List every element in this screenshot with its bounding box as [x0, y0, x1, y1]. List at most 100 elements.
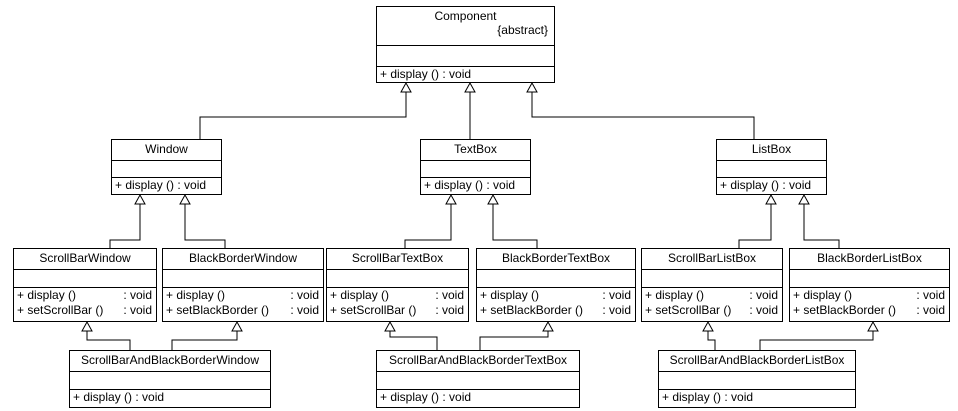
class-listbox[interactable]: ListBox + display () : void [716, 139, 827, 195]
operation: + setScrollBar (): void [330, 303, 464, 317]
class-scrollbartextbox[interactable]: ScrollBarTextBox + display (): void + se… [326, 248, 469, 322]
operations-section: + display (): void + setBlackBorder (): … [477, 287, 635, 318]
class-name: BlackBorderWindow [188, 251, 298, 265]
operation: + display () : void [380, 390, 472, 404]
generalization-arrow [445, 193, 457, 205]
operation: + setScrollBar (): void [17, 303, 152, 317]
operation: + display () : void [424, 178, 516, 192]
generalization-arrow [231, 320, 243, 332]
class-scrollbarandblackborderwindow[interactable]: ScrollBarAndBlackBorderWindow + display … [69, 350, 271, 408]
class-name: ScrollBarAndBlackBorderListBox [669, 353, 845, 367]
operations-section: + display () : void [421, 177, 530, 193]
connector-window-component [199, 91, 407, 139]
connector-blackborderlistbox-listbox [803, 203, 840, 248]
operations-section: + display () : void [377, 389, 579, 405]
operation: + setBlackBorder (): void [793, 303, 945, 317]
connector-sbbbtextbox-blackbordertextbox [479, 330, 549, 350]
connector-sbbblistbox-scrollbarlistbox [707, 330, 716, 350]
connector-scrollbartextbox-textbox [404, 203, 452, 248]
operations-section: + display () : void [659, 389, 855, 405]
attributes-section [327, 269, 468, 287]
attributes-section [659, 371, 855, 389]
attributes-section [790, 269, 949, 287]
operation: + display (): void [166, 288, 319, 302]
generalization-arrow [179, 193, 191, 205]
class-name: Window [145, 142, 188, 156]
generalization-arrow [702, 320, 714, 332]
attributes-section [377, 45, 554, 66]
generalization-arrow [526, 81, 538, 93]
attributes-section [642, 269, 782, 287]
class-scrollbarandblackbordertextbox[interactable]: ScrollBarAndBlackBorderTextBox + display… [376, 350, 580, 408]
operation: + display (): void [480, 288, 631, 302]
class-name: ScrollBarTextBox [351, 251, 444, 265]
generalization-arrow [81, 320, 93, 332]
connector-sbbbtextbox-scrollbartextbox [389, 330, 438, 350]
operation: + display (): void [17, 288, 152, 302]
operations-section: + display (): void + setScrollBar (): vo… [14, 287, 156, 318]
operation: + display (): void [793, 288, 945, 302]
class-name: ScrollBarAndBlackBorderWindow [80, 353, 260, 367]
generalization-arrow [464, 81, 476, 93]
attributes-section [163, 269, 323, 287]
generalization-arrow [765, 193, 777, 205]
operation: + setBlackBorder (): void [480, 303, 631, 317]
operation: + setScrollBar (): void [645, 303, 778, 317]
connector-sbbbwindow-scrollbarwindow [86, 330, 131, 350]
class-name-section: Component {abstract} [377, 7, 554, 45]
generalization-arrow [384, 320, 396, 332]
operations-section: + display (): void + setBlackBorder (): … [163, 287, 323, 318]
attributes-section [112, 160, 221, 177]
generalization-arrow [487, 193, 499, 205]
connector-scrollbarlistbox-listbox [738, 203, 772, 248]
generalization-arrow [798, 193, 810, 205]
class-textbox[interactable]: TextBox + display () : void [420, 139, 531, 195]
operation: + display (): void [645, 288, 778, 302]
generalization-arrow [867, 320, 879, 332]
connector-blackbordertextbox-textbox [492, 203, 538, 248]
class-name: Component [434, 9, 497, 23]
class-name: BlackBorderTextBox [501, 251, 611, 265]
operation: + display () : void [115, 178, 207, 192]
class-scrollbarwindow[interactable]: ScrollBarWindow + display (): void + set… [13, 248, 157, 322]
class-name: ScrollBarAndBlackBorderTextBox [388, 353, 568, 367]
class-window[interactable]: Window + display () : void [111, 139, 222, 195]
class-name: BlackBorderListBox [817, 251, 922, 265]
class-scrollbarlistbox[interactable]: ScrollBarListBox + display (): void + se… [641, 248, 783, 322]
class-blackborderwindow[interactable]: BlackBorderWindow + display (): void + s… [162, 248, 324, 322]
connector-sbbbwindow-blackborderwindow [171, 330, 238, 350]
operations-section: + display (): void + setScrollBar (): vo… [327, 287, 468, 318]
operations-section: + display () : void [70, 389, 270, 405]
operations-section: + display () : void [717, 177, 826, 193]
class-name: ListBox [751, 142, 792, 156]
class-scrollbarandblackborderlistbox[interactable]: ScrollBarAndBlackBorderListBox + display… [658, 350, 856, 408]
operation: + display (): void [330, 288, 464, 302]
connector-scrollbarwindow-window [109, 203, 141, 248]
operations-section: + display (): void + setScrollBar (): vo… [642, 287, 782, 318]
class-stereotype: {abstract} [497, 23, 548, 37]
operation: + setBlackBorder (): void [166, 303, 319, 317]
operation: + display () : void [380, 67, 472, 81]
generalization-arrow [400, 81, 412, 93]
class-blackborderlistbox[interactable]: BlackBorderListBox + display (): void + … [789, 248, 950, 322]
connector-sbbblistbox-blackborderlistbox [759, 330, 874, 350]
attributes-section [421, 160, 530, 177]
attributes-section [70, 371, 270, 389]
generalization-arrow [134, 193, 146, 205]
operations-section: + display (): void + setBlackBorder (): … [790, 287, 949, 318]
generalization-arrow [542, 320, 554, 332]
class-name: ScrollBarListBox [667, 251, 757, 265]
class-name: ScrollBarWindow [39, 251, 131, 265]
class-name: TextBox [454, 142, 497, 156]
operation: + display () : void [720, 178, 812, 192]
attributes-section [477, 269, 635, 287]
attributes-section [717, 160, 826, 177]
class-component[interactable]: Component {abstract} + display () : void [376, 6, 555, 83]
class-blackbordertextbox[interactable]: BlackBorderTextBox + display (): void + … [476, 248, 636, 322]
operation: + display () : void [73, 390, 165, 404]
connector-blackborderwindow-window [184, 203, 226, 248]
connector-listbox-component [531, 91, 755, 139]
attributes-section [377, 371, 579, 389]
